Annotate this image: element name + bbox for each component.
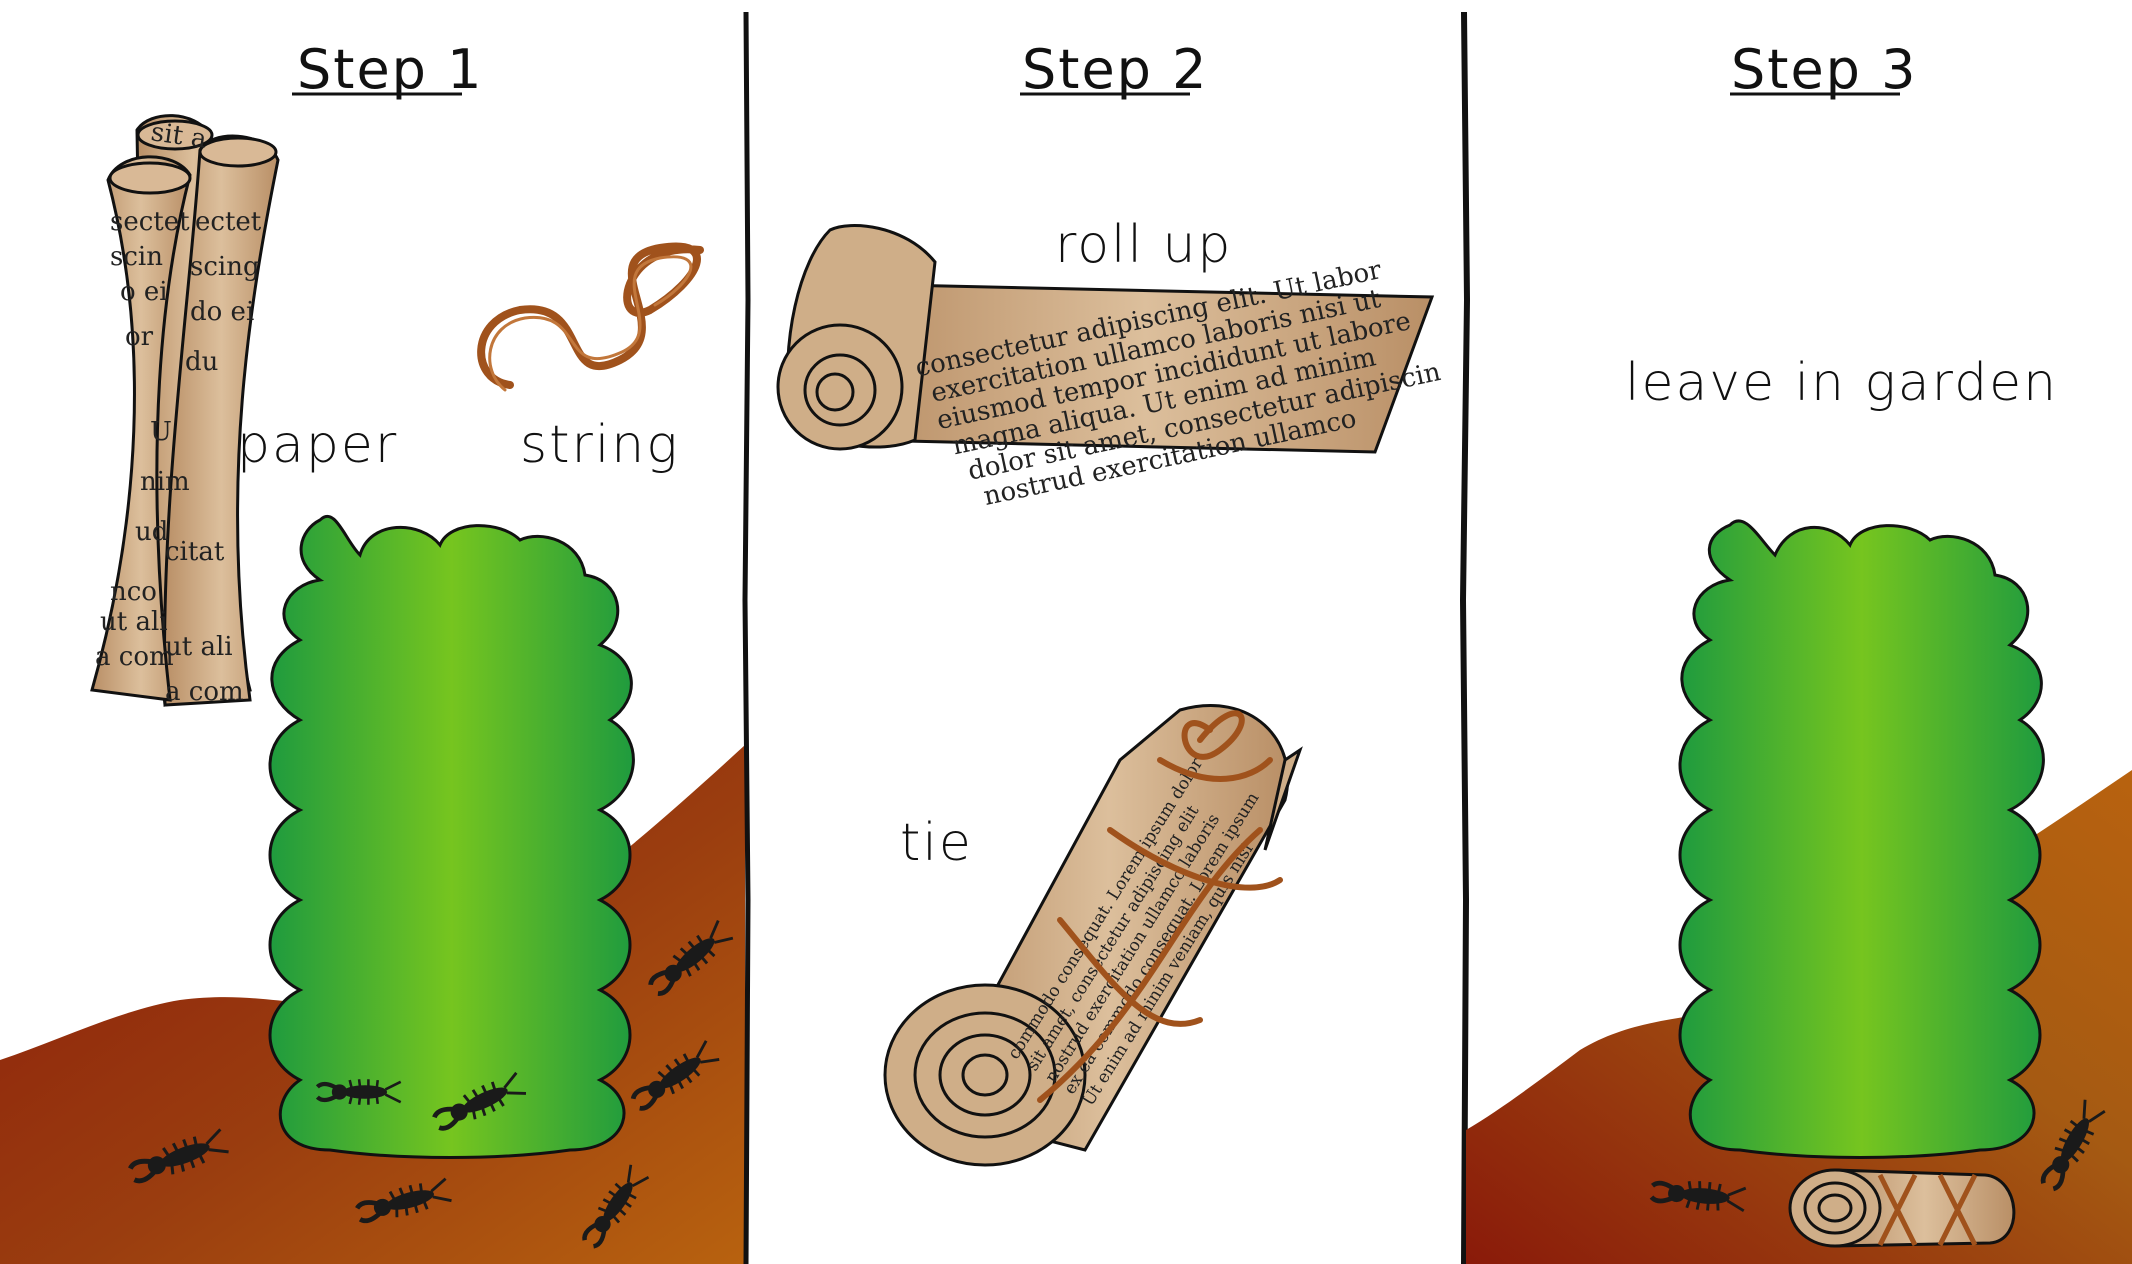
svg-text:ut ali: ut ali bbox=[165, 632, 233, 662]
svg-text:or: or bbox=[125, 322, 154, 352]
svg-text:nim: nim bbox=[140, 467, 190, 497]
step-3-title: Step 3 bbox=[1731, 38, 1917, 101]
panel-step-2: Step 2 consectetur adipiscing elit. Ut l… bbox=[776, 38, 1444, 1167]
svg-text:ectet: ectet bbox=[195, 207, 262, 237]
svg-text:a com: a com bbox=[165, 677, 244, 707]
tied-paper-log-icon: commodo consequat. Lorem ipsum dolor sit… bbox=[883, 704, 1303, 1167]
svg-text:nco: nco bbox=[110, 577, 157, 607]
svg-text:a com: a com bbox=[95, 642, 174, 672]
svg-text:scin: scin bbox=[110, 242, 163, 272]
tie-label: tie bbox=[900, 813, 973, 873]
roll-up-label: roll up bbox=[1055, 215, 1232, 275]
leave-in-garden-label: leave in garden bbox=[1625, 353, 2058, 413]
svg-text:do ei: do ei bbox=[190, 297, 254, 327]
svg-text:U: U bbox=[150, 417, 172, 447]
string-label: string bbox=[520, 415, 679, 475]
bush-icon bbox=[1678, 519, 2045, 1159]
panel-step-3: Step 3 leave in garden bbox=[1466, 38, 2132, 1264]
svg-text:ud: ud bbox=[135, 517, 168, 547]
svg-text:citat: citat bbox=[165, 537, 225, 567]
tied-paper-log-icon bbox=[1788, 1168, 2016, 1248]
panel-step-1: Step 1 sit a ectet sectet scin scing o e… bbox=[0, 38, 745, 1264]
svg-text:o ei: o ei bbox=[120, 277, 168, 307]
panel-divider bbox=[742, 11, 751, 1264]
step-2-title: Step 2 bbox=[1022, 38, 1208, 101]
step-1-title: Step 1 bbox=[297, 38, 483, 101]
panel-divider bbox=[1459, 11, 1471, 1264]
paper-rolls-icon: sit a ectet sectet scin scing o ei do ei… bbox=[90, 114, 280, 707]
bush-icon bbox=[268, 515, 635, 1159]
svg-text:sectet: sectet bbox=[110, 207, 190, 237]
paper-label: paper bbox=[237, 415, 398, 475]
svg-text:scing: scing bbox=[190, 252, 260, 282]
string-icon bbox=[477, 242, 704, 389]
svg-text:ut ali: ut ali bbox=[100, 607, 168, 637]
paper-sheet-rolling-icon: consectetur adipiscing elit. Ut labor ex… bbox=[776, 224, 1444, 512]
svg-text:du: du bbox=[185, 347, 218, 377]
